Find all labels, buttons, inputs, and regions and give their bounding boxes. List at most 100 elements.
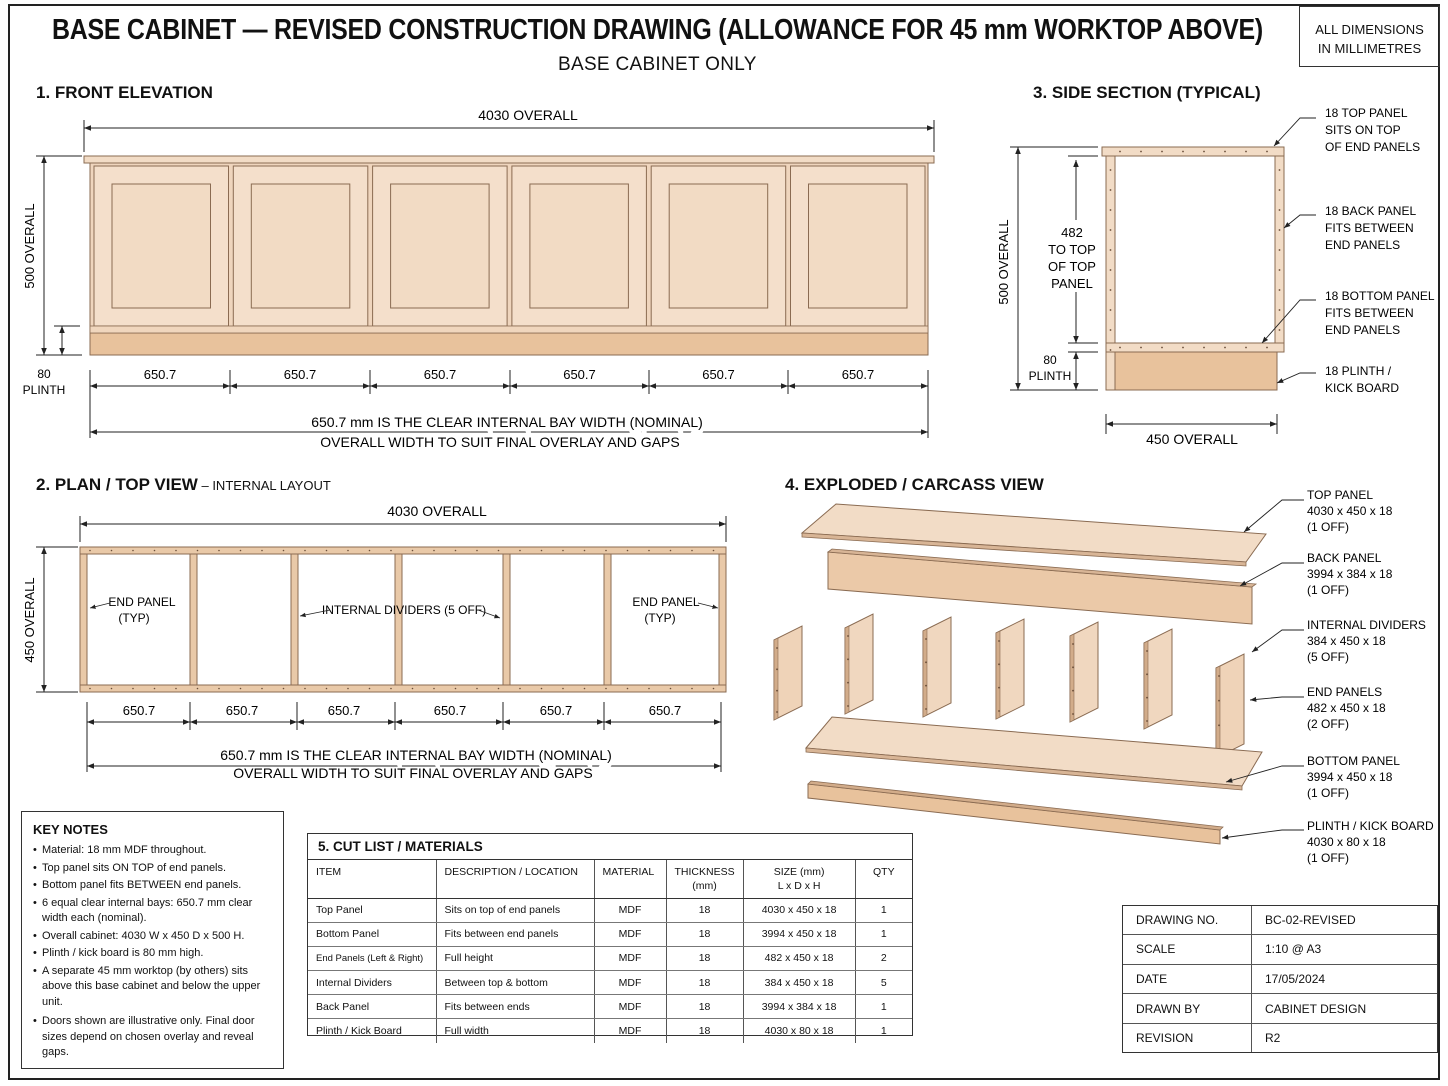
side-callout-text: SITS ON TOP: [1325, 123, 1401, 137]
screw-mark: [712, 687, 715, 690]
screw-mark: [1072, 643, 1074, 645]
plan-front-edge: [79, 684, 727, 693]
screw-mark: [925, 684, 927, 687]
cell-qty: 1: [855, 898, 912, 923]
screw-mark: [196, 549, 199, 552]
screw-mark: [1278, 289, 1281, 291]
key-note-item: Overall cabinet: 4030 W x 450 D x 500 H.: [33, 929, 273, 945]
exploded-back-panel: [827, 551, 1253, 625]
screw-mark: [1161, 346, 1163, 349]
screw-mark: [540, 549, 543, 552]
cell-size: 3994 x 384 x 18: [743, 994, 856, 1020]
screw-mark: [1109, 329, 1112, 331]
side-leader-line: [1273, 117, 1316, 147]
exploded-callout-text: PLINTH / KICK BOARD: [1307, 819, 1434, 833]
screw-mark: [153, 549, 156, 552]
screw-mark: [282, 687, 285, 690]
front-elevation-title: 1. FRONT ELEVATION: [36, 83, 213, 102]
screw-mark: [110, 549, 113, 552]
screw-mark: [998, 686, 1000, 689]
screw-mark: [1109, 269, 1112, 271]
side-callout-text: FITS BETWEEN: [1325, 306, 1414, 320]
screw-mark: [368, 549, 371, 552]
cell-item: Bottom Panel: [308, 922, 437, 947]
cell-description: Fits between end panels: [436, 922, 595, 947]
title-block-value: CABINET DESIGN: [1251, 993, 1437, 1024]
screw-mark: [776, 647, 778, 649]
side-overall-height-label: 500 OVERALL: [996, 219, 1011, 304]
cell-thickness: 18: [666, 898, 744, 923]
exploded-callout-text: 4030 x 450 x 18: [1307, 504, 1393, 518]
title-block-value: R2: [1265, 1030, 1281, 1045]
cell-size: 4030 x 450 x 18: [743, 898, 856, 923]
plan-internal-divider: [290, 553, 299, 686]
cell-size: 482 x 450 x 18: [743, 946, 856, 972]
cell-thickness: 18: [666, 1018, 744, 1043]
exploded-callout-text: (1 OFF): [1307, 786, 1349, 800]
panel-edge: [844, 625, 850, 715]
col-size-line1: SIZE (mm): [773, 866, 825, 878]
cell-description: Between top & bottom: [436, 970, 595, 996]
screw-mark: [1278, 169, 1281, 171]
screw-mark: [1245, 346, 1247, 349]
plan-end-panel-right: [718, 553, 727, 686]
side-top-panel: [1101, 146, 1285, 157]
plan-bay-dim-label: 650.7: [649, 703, 682, 718]
exploded-callout-text: BACK PANEL: [1307, 551, 1382, 565]
screw-mark: [411, 687, 414, 690]
screw-mark: [153, 687, 156, 690]
exploded-callout-text: 384 x 450 x 18: [1307, 634, 1386, 648]
exploded-leader-line: [1243, 499, 1304, 533]
screw-mark: [776, 668, 778, 671]
screw-mark: [1119, 346, 1121, 349]
screw-mark: [998, 663, 1000, 666]
screw-mark: [925, 708, 927, 710]
exploded-callout-text: 4030 x 80 x 18: [1307, 835, 1386, 849]
title-block-label: DRAWN BY: [1123, 993, 1252, 1024]
screw-mark: [1266, 150, 1268, 153]
title-block-value: 17/05/2024: [1251, 964, 1437, 995]
plan-dividers-label: INTERNAL DIVIDERS (5 OFF): [322, 603, 486, 617]
screw-mark: [1218, 675, 1220, 677]
front-plinth: [89, 332, 929, 356]
col-thickness-line2: (mm): [692, 880, 717, 892]
exploded-callout-text: (1 OFF): [1307, 583, 1349, 597]
plan-bay-dim-label: 650.7: [540, 703, 573, 718]
screw-mark: [110, 687, 113, 690]
cell-qty: 2: [855, 946, 912, 972]
exploded-leader-line: [1239, 562, 1304, 587]
exploded-callout-text: (2 OFF): [1307, 717, 1349, 731]
screw-mark: [1109, 169, 1112, 171]
cut-list-box: 5. CUT LIST / MATERIALS ITEM DESCRIPTION…: [307, 833, 913, 1043]
dimension-note-line1: ALL DIMENSIONS: [1315, 22, 1424, 37]
panel-edge: [1215, 665, 1221, 759]
exploded-leader-line: [1249, 696, 1304, 702]
screw-mark: [847, 658, 849, 661]
side-plinth: [1114, 351, 1278, 391]
screw-mark: [998, 710, 1000, 712]
screw-mark: [1072, 713, 1074, 715]
screw-mark: [925, 638, 927, 640]
exploded-bottom-panel: [804, 716, 1263, 787]
side-callout-text: 18 BOTTOM PANEL: [1325, 289, 1435, 303]
screw-mark: [282, 549, 285, 552]
col-size-line2: L x D x H: [777, 880, 821, 892]
side-callout-text: END PANELS: [1325, 238, 1400, 252]
side-inner-line2: TO TOP: [1048, 242, 1096, 257]
side-plinth-label: PLINTH: [1029, 369, 1072, 383]
key-note-item: Doors shown are illustrative only. Final…: [33, 1014, 273, 1061]
title-block-label: DATE: [1123, 964, 1252, 995]
title-block-label: REVISION: [1123, 1023, 1252, 1052]
cell-qty: 5: [855, 970, 912, 996]
side-callout-text: FITS BETWEEN: [1325, 221, 1414, 235]
plan-depth-label: 450 OVERALL: [22, 577, 37, 662]
